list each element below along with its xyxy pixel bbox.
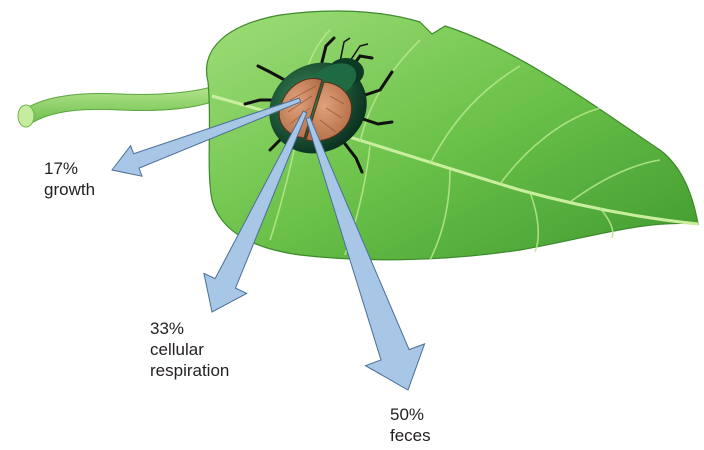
label-respiration-percent: 33% <box>150 318 229 339</box>
label-growth-text: growth <box>44 179 95 200</box>
label-feces-text: feces <box>390 425 431 446</box>
label-feces-percent: 50% <box>390 404 431 425</box>
label-respiration-line2: respiration <box>150 360 229 381</box>
label-feces: 50% feces <box>390 404 431 446</box>
leaf-stem <box>22 86 222 124</box>
label-respiration-line1: cellular <box>150 339 229 360</box>
stem-end <box>18 105 34 127</box>
label-growth-percent: 17% <box>44 158 95 179</box>
label-growth: 17% growth <box>44 158 95 200</box>
label-respiration: 33% cellular respiration <box>150 318 229 381</box>
